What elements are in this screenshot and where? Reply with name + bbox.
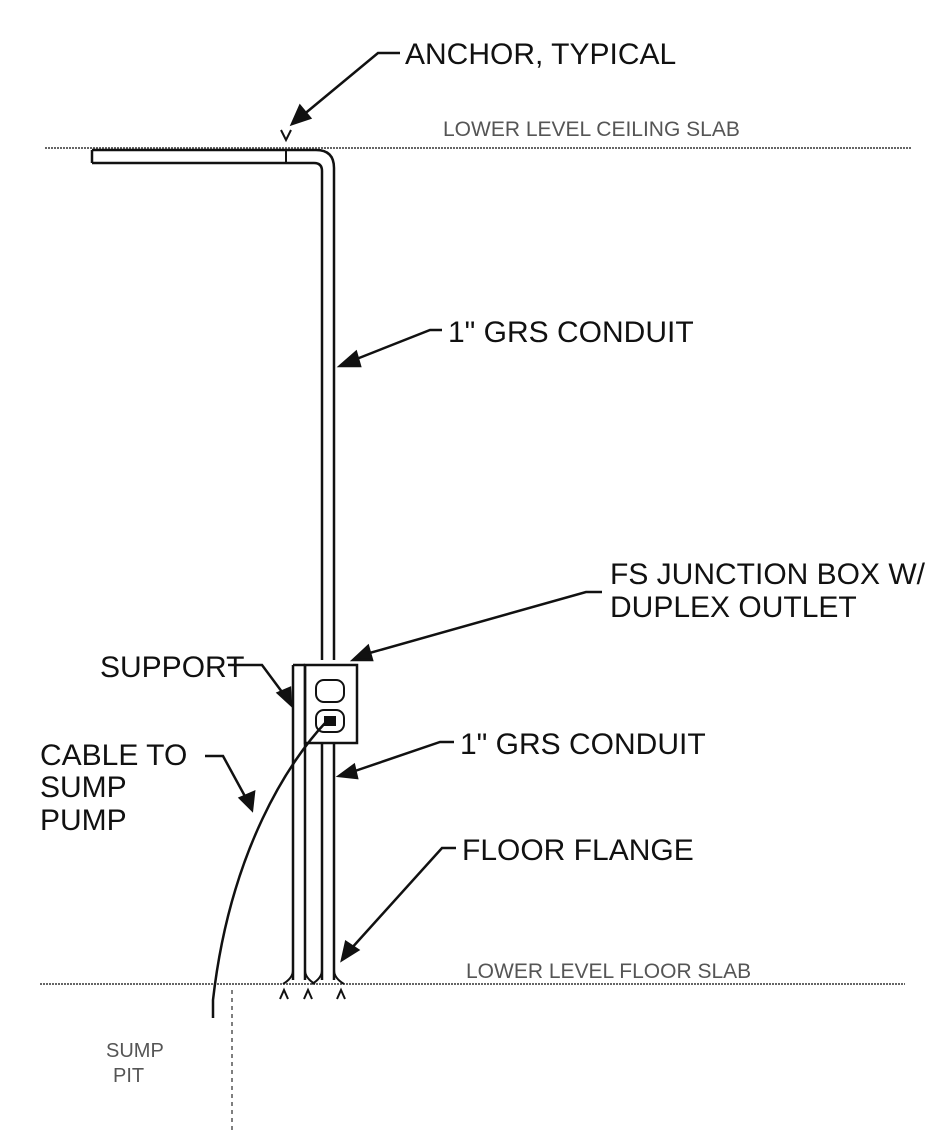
sump-pit-label-line2: PIT [113, 1065, 144, 1087]
lower-conduit-label: 1" GRS CONDUIT [460, 728, 706, 761]
junction-box-label-line2: DUPLEX OUTLET [610, 591, 857, 624]
cable-label-line1: CABLE TO [40, 739, 187, 772]
sump-pit-label-line1: SUMP [106, 1040, 164, 1062]
sump-pump-cable [211, 721, 327, 1018]
support-strut [291, 663, 307, 980]
ceiling-slab-label: LOWER LEVEL CEILING SLAB [443, 118, 740, 141]
cable-label-line3: PUMP [40, 804, 127, 837]
leaders [205, 51, 602, 963]
upper-conduit [90, 148, 336, 660]
anchor-symbol [280, 129, 292, 163]
support-label: SUPPORT [100, 651, 244, 684]
lower-conduit [320, 743, 336, 980]
upper-conduit-label: 1" GRS CONDUIT [448, 316, 694, 349]
anchor-label: ANCHOR, TYPICAL [405, 38, 676, 71]
junction-box [303, 663, 359, 745]
floor-slab-label: LOWER LEVEL FLOOR SLAB [466, 960, 751, 983]
cable-label-line2: SUMP [40, 771, 127, 804]
floor-flanges [279, 969, 346, 1000]
floor-flange-label: FLOOR FLANGE [462, 834, 694, 867]
junction-box-label-line1: FS JUNCTION BOX W/ [610, 558, 926, 591]
